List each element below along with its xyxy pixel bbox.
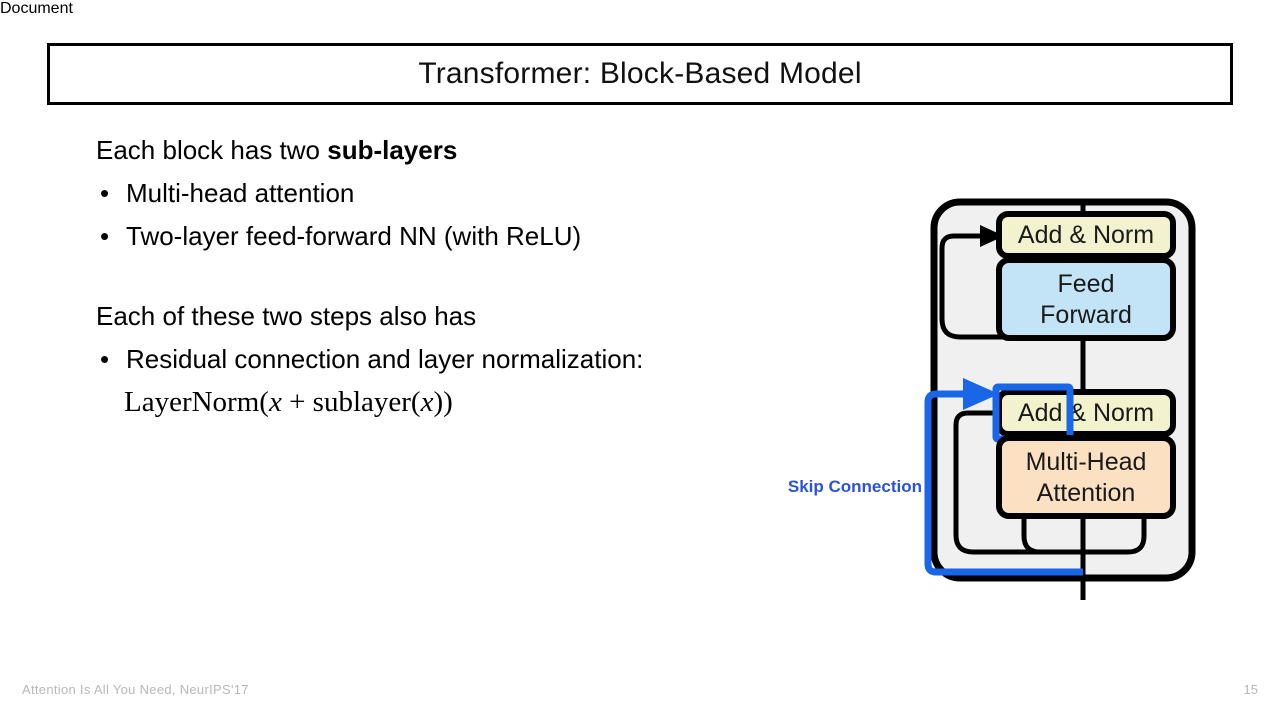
block-add-norm-top-label: Add & Norm <box>1018 221 1154 249</box>
page-number: 15 <box>1243 682 1258 697</box>
residual-connection-upper <box>939 233 1083 340</box>
bullet-icon: • <box>100 220 110 251</box>
section1-lead-prefix: Each block has two <box>96 135 328 165</box>
block-feed-forward-label-line1: Feed <box>1058 270 1115 298</box>
list-item: • Residual connection and layer normaliz… <box>96 343 876 376</box>
list-item-label: Multi-head attention <box>126 177 355 208</box>
block-multi-head-attention <box>996 435 1176 519</box>
block-add-norm-bottom-label: Add & Norm <box>1018 399 1154 427</box>
page-title: Transformer: Block-Based Model <box>418 57 862 90</box>
block-multi-head-attention-label-line2: Attention <box>1037 479 1136 507</box>
attention-input-left <box>1021 515 1083 555</box>
section1-lead-bold: sub-layers <box>327 135 458 165</box>
formula-prefix: LayerNorm( <box>124 385 269 418</box>
block-add-norm-top <box>996 211 1176 259</box>
block-multi-head-attention-label-line1: Multi-Head <box>1026 448 1147 476</box>
block-feed-forward <box>996 257 1176 341</box>
bullet-icon: • <box>100 344 110 374</box>
bullet-icon: • <box>100 177 110 208</box>
formula-suffix: )) <box>433 385 453 418</box>
formula-operator: + sublayer( <box>281 385 421 418</box>
residual-connection-lower <box>953 410 1083 555</box>
skip-connection-path <box>924 390 1083 576</box>
slide-title-box: Transformer: Block-Based Model <box>47 43 1233 105</box>
footer-citation: Attention Is All You Need, NeurIPS'17 <box>22 682 249 697</box>
residual-upper-arrowhead <box>980 225 1004 247</box>
transformer-block-diagram: Add & Norm Feed Forward Add & Norm Multi… <box>780 180 1220 600</box>
list-item-label: Residual connection and layer normalizat… <box>126 344 644 374</box>
block-feed-forward-label-line2: Forward <box>1040 301 1132 329</box>
skip-connection-arrowhead <box>963 378 999 410</box>
formula-var-1: x <box>268 385 282 418</box>
attention-input-right <box>1083 515 1147 555</box>
section1-lead: Each block has two sub-layers <box>96 134 876 167</box>
section-spacer <box>96 262 876 300</box>
layernorm-formula: LayerNorm(x + sublayer(x)) <box>124 386 876 419</box>
list-item: • Two-layer feed-forward NN (with ReLU) <box>96 220 876 253</box>
list-item: • Multi-head attention <box>96 177 876 210</box>
section2-lead: Each of these two steps also has <box>96 301 477 332</box>
list-item-label: Two-layer feed-forward NN (with ReLU) <box>126 220 582 251</box>
slide-body: Each block has two sub-layers • Multi-he… <box>96 134 876 419</box>
formula-var-2: x <box>420 385 434 418</box>
skip-connection-label: Skip Connection <box>788 477 922 496</box>
